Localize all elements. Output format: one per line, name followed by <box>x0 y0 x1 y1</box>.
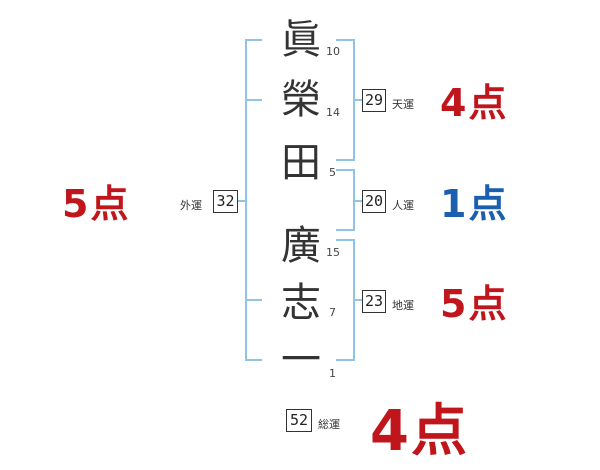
jinkaku-value: 20 <box>362 190 386 213</box>
gaikaku-score: 5点 <box>62 182 131 226</box>
stroke-count-1: 10 <box>326 45 340 58</box>
name-char-1: 眞 <box>281 17 321 63</box>
stroke-count-3: 5 <box>329 166 336 179</box>
tenkaku-value: 29 <box>362 89 386 112</box>
chikaku-value: 23 <box>362 290 386 313</box>
jinkaku-bracket <box>336 169 355 231</box>
name-char-2: 榮 <box>281 77 321 123</box>
jinkaku-label: 人運 <box>392 199 414 212</box>
stroke-count-4: 15 <box>326 246 340 259</box>
gaikaku-label: 外運 <box>180 199 202 212</box>
soukaku-label: 総運 <box>318 418 340 431</box>
soukaku-score: 4点 <box>370 399 469 464</box>
name-char-6: 一 <box>281 337 321 383</box>
jinkaku-score: 1点 <box>440 182 509 226</box>
soukaku-value: 52 <box>286 409 312 432</box>
name-char-3: 田 <box>281 140 321 186</box>
tenkaku-bracket <box>336 39 355 161</box>
name-char-4: 廣 <box>281 223 321 269</box>
gaikaku-value: 32 <box>213 190 238 213</box>
outer-bracket <box>245 39 262 361</box>
tenkaku-label: 天運 <box>392 98 414 111</box>
stroke-count-2: 14 <box>326 106 340 119</box>
name-char-5: 志 <box>281 280 321 326</box>
stroke-count-6: 1 <box>329 367 336 380</box>
stroke-count-5: 7 <box>329 306 336 319</box>
chikaku-score: 5点 <box>440 282 509 326</box>
tenkaku-score: 4点 <box>440 81 509 125</box>
chikaku-label: 地運 <box>392 299 414 312</box>
